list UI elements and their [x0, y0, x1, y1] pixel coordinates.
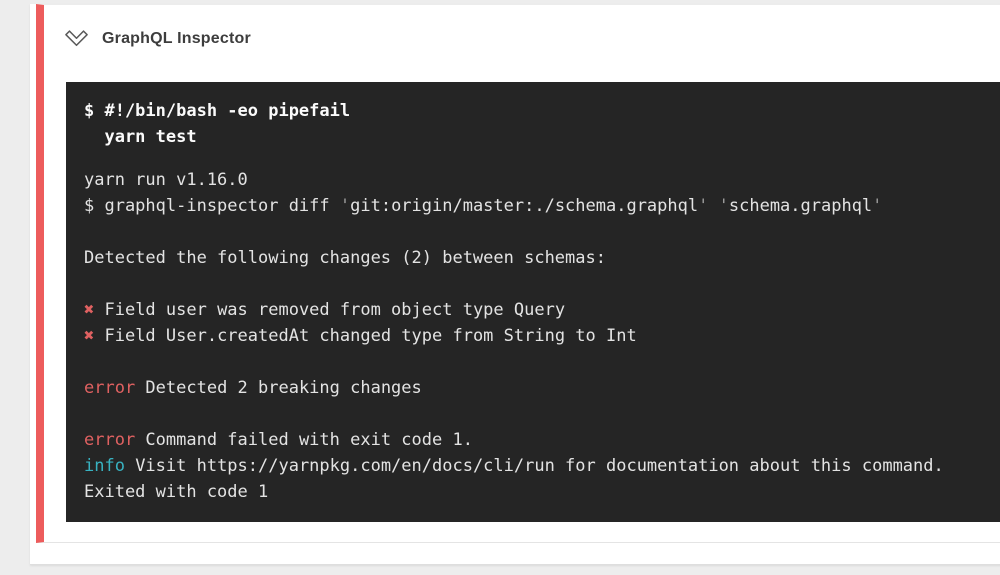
- step-title: GraphQL Inspector: [102, 30, 251, 47]
- terminal-output-block: yarn run v1.16.0 $ graphql-inspector diff…: [84, 167, 992, 505]
- chevron-down-icon[interactable]: [64, 29, 89, 49]
- terminal-command-block: $ #!/bin/bash -eo pipefail yarn test: [84, 98, 992, 150]
- terminal-line: Exited with code 1: [84, 482, 269, 502]
- terminal-line: ✖ Field user was removed from object typ…: [84, 300, 566, 320]
- terminal-line: [84, 401, 992, 427]
- terminal-line: [84, 349, 992, 375]
- terminal-line: [84, 219, 992, 245]
- terminal-line: ✖ Field User.createdAt changed type from…: [84, 326, 637, 346]
- terminal-line: error Detected 2 breaking changes: [84, 378, 422, 398]
- terminal-command-line: yarn test: [84, 127, 197, 147]
- build-step-graphql-inspector: GraphQL Inspector $ #!/bin/bash -eo pipe…: [36, 4, 1000, 543]
- terminal-line: error Command failed with exit code 1.: [84, 430, 473, 450]
- build-steps-card: GraphQL Inspector $ #!/bin/bash -eo pipe…: [30, 4, 1000, 565]
- step-header[interactable]: GraphQL Inspector: [64, 21, 251, 57]
- terminal-line: $ graphql-inspector diff 'git:origin/mas…: [84, 196, 883, 216]
- terminal-line: info Visit https://yarnpkg.com/en/docs/c…: [84, 456, 944, 476]
- terminal-command-line: $ #!/bin/bash -eo pipefail: [84, 101, 351, 121]
- terminal-line: yarn run v1.16.0: [84, 170, 248, 190]
- terminal-line: Detected the following changes (2) betwe…: [84, 248, 606, 268]
- terminal-line: [84, 271, 992, 297]
- terminal-output: $ #!/bin/bash -eo pipefail yarn test yar…: [66, 82, 1000, 522]
